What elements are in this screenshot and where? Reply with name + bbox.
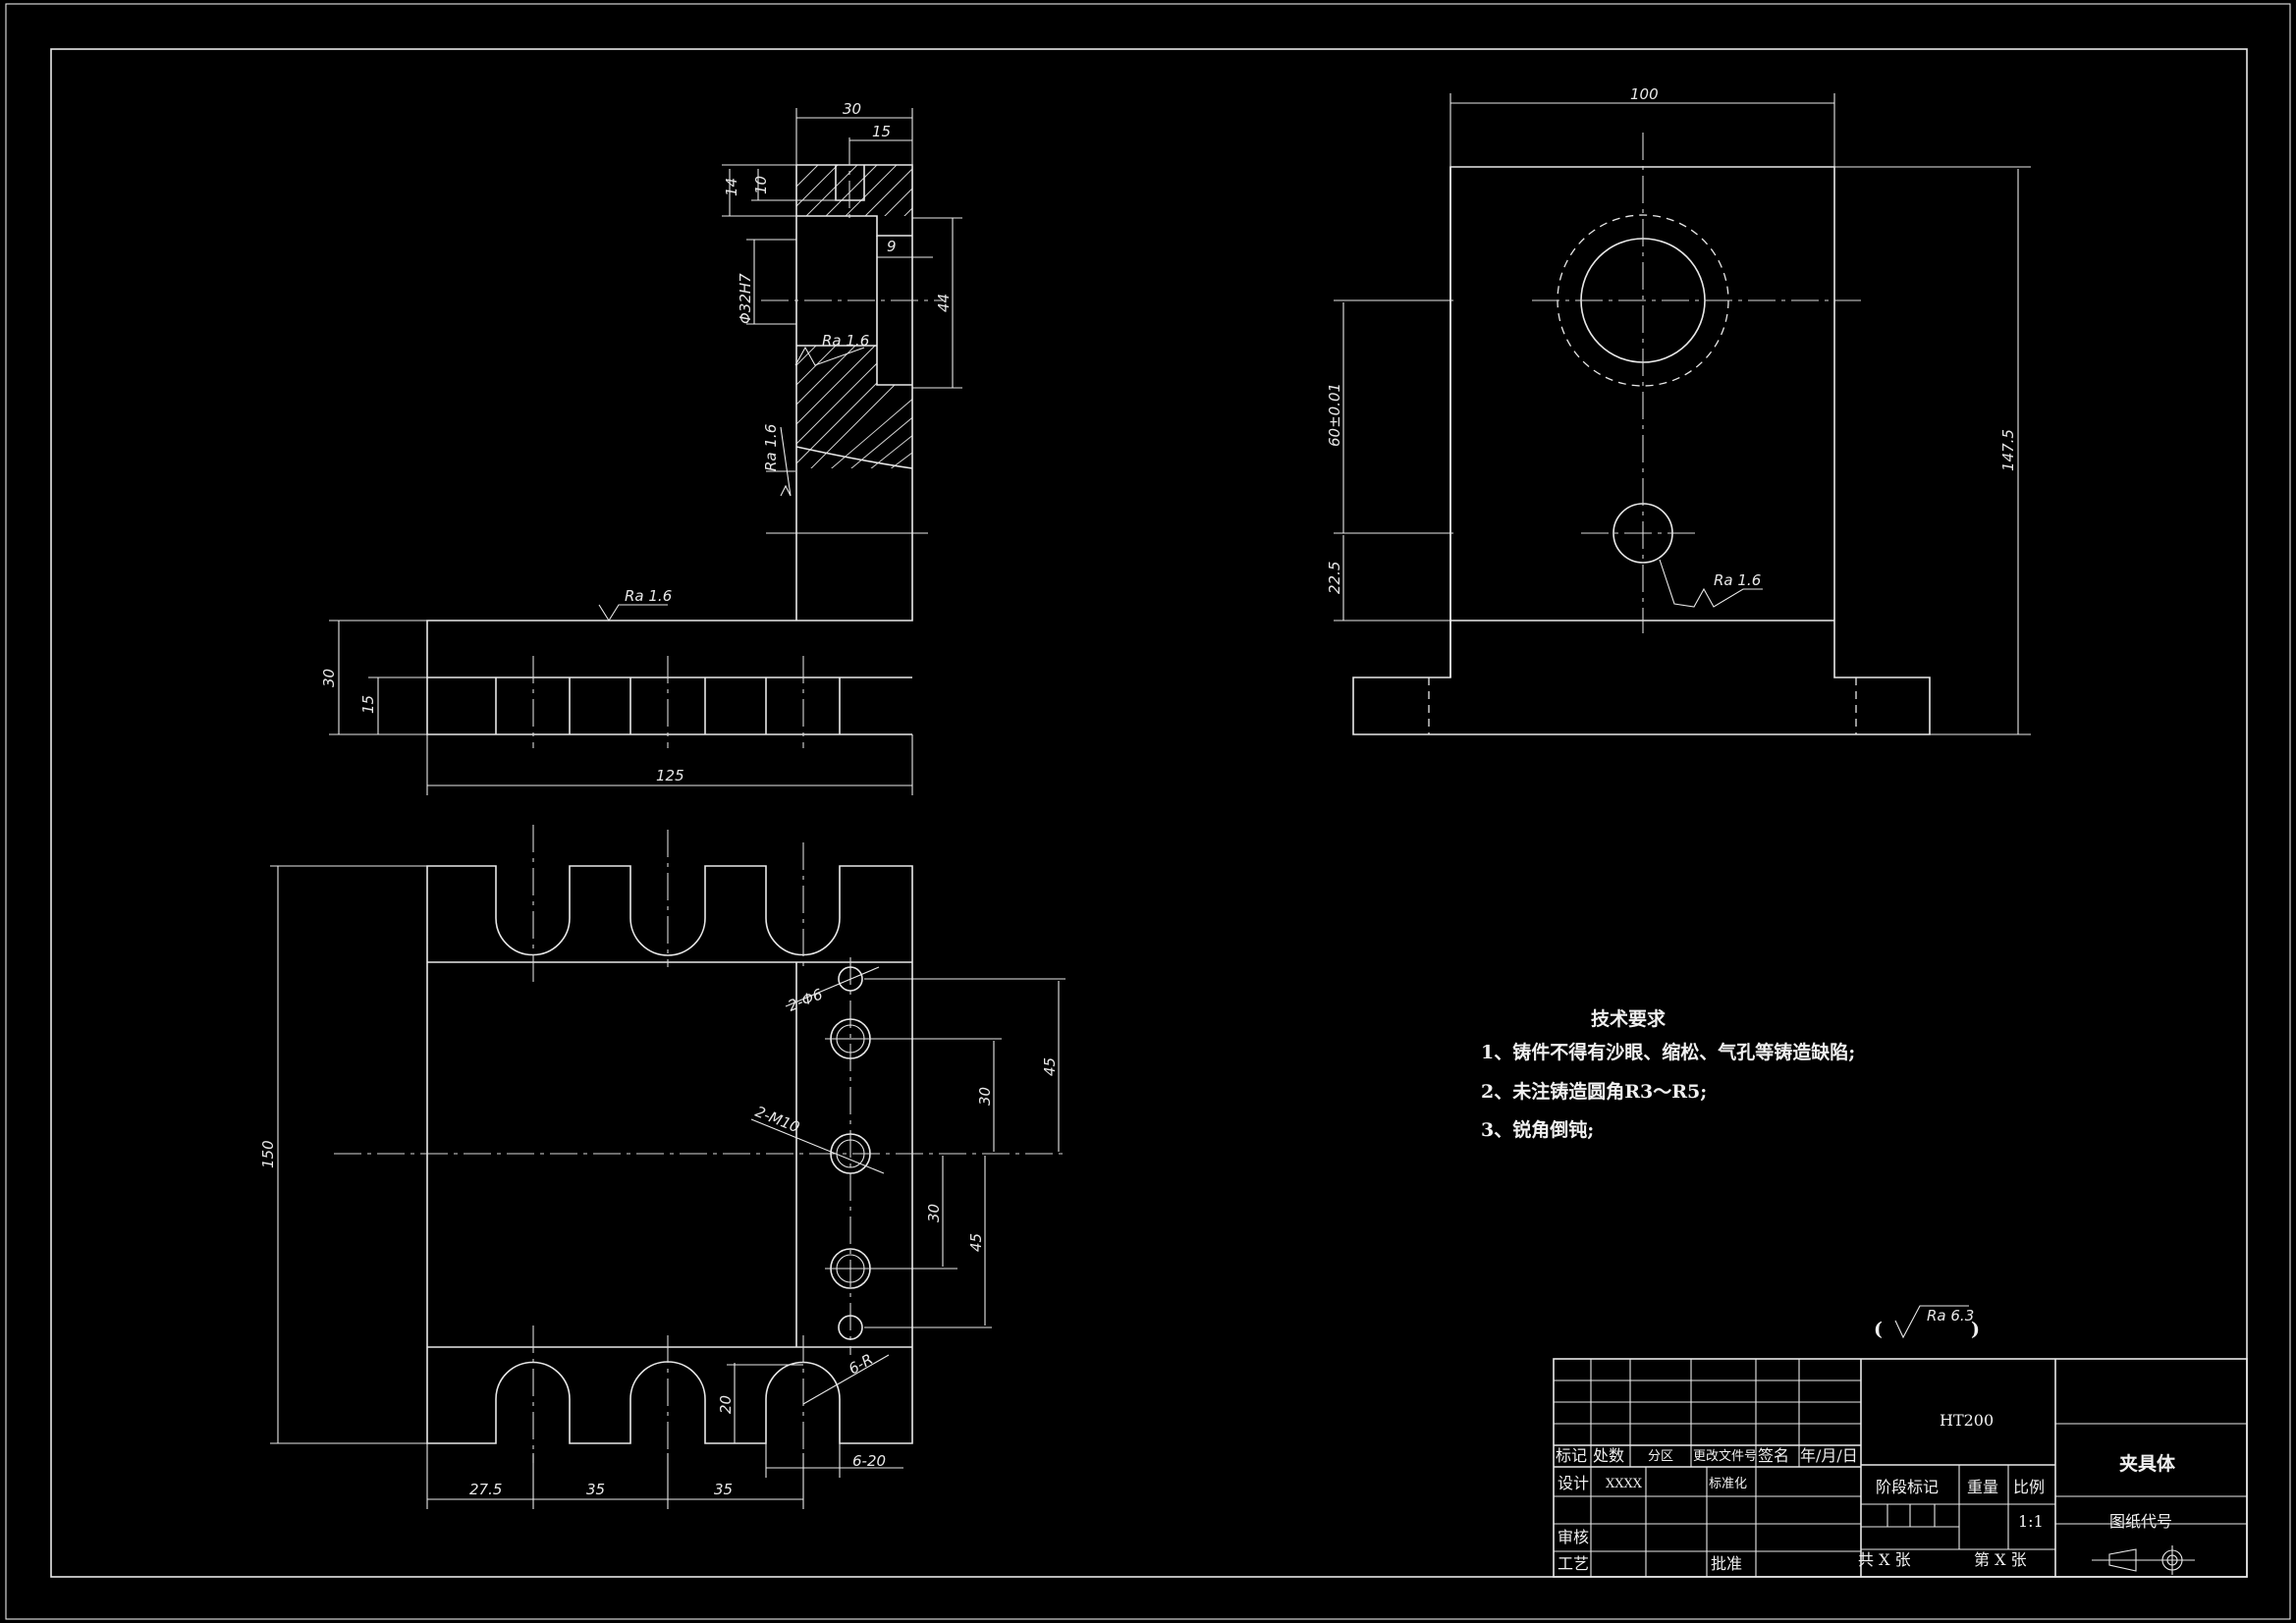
dim-height-20: 20 xyxy=(717,1395,735,1414)
dim-30-upper: 30 xyxy=(976,1087,994,1106)
dim-height-44: 44 xyxy=(935,294,953,312)
dim-height-10: 10 xyxy=(752,176,770,194)
sheet-number: 第 X 张 xyxy=(1974,1550,2027,1569)
outer-border xyxy=(5,3,2291,1620)
standardization-label: 标准化 xyxy=(1709,1477,1747,1491)
dim-30-lower: 30 xyxy=(925,1204,943,1222)
roughness-close-paren: ) xyxy=(1971,1319,1980,1340)
front-view: 100 147.5 60±0.01 22.5 Ra 1.6 xyxy=(1326,85,2031,735)
approve-label: 批准 xyxy=(1711,1554,1742,1573)
review-label: 审核 xyxy=(1558,1528,1589,1546)
roughness-note: ( Ra 6.3 ) xyxy=(1874,1305,1980,1340)
dim-width-35-b: 35 xyxy=(714,1481,733,1498)
drawing-code-label: 图纸代号 xyxy=(2109,1512,2172,1531)
roughness-ra-6-3: Ra 6.3 xyxy=(1927,1307,1974,1325)
total-sheets: 共 X 张 xyxy=(1858,1550,1911,1569)
weight-label: 重量 xyxy=(1967,1478,1998,1496)
technical-requirements: 技术要求 1、铸件不得有沙眼、缩松、气孔等铸造缺陷; 2、未注铸造圆角R3～R5… xyxy=(1481,1007,1855,1141)
dim-6-20: 6-20 xyxy=(852,1452,886,1470)
process-label: 工艺 xyxy=(1558,1554,1589,1573)
dim-height-22-5: 22.5 xyxy=(1326,562,1343,594)
scale-label: 比例 xyxy=(2013,1478,2045,1496)
stage-mark-label: 阶段标记 xyxy=(1876,1478,1939,1496)
roughness-open-paren: ( xyxy=(1874,1319,1883,1340)
ra-vertical-face: Ra 1.6 xyxy=(762,424,780,471)
header-sign: 签名 xyxy=(1758,1446,1789,1465)
side-section-view: 30 15 14 10 9 44 Φ32H7 Ra 1.6 Ra 1.6 Ra … xyxy=(320,100,962,795)
dim-width-125: 125 xyxy=(656,767,684,784)
dim-width-15: 15 xyxy=(872,123,891,140)
tech-req-item-3: 3、锐角倒钝; xyxy=(1481,1118,1594,1141)
plan-view: 2-Φ6 2-M10 45 30 30 45 150 6-R 20 6-20 2… xyxy=(259,825,1066,1509)
dim-height-150: 150 xyxy=(259,1140,277,1168)
header-zone: 分区 xyxy=(1648,1449,1673,1464)
hatch-lower xyxy=(796,346,912,468)
part-name: 夹具体 xyxy=(2119,1452,2176,1475)
ra-bore: Ra 1.6 xyxy=(822,332,869,350)
ra-top-face: Ra 1.6 xyxy=(625,587,672,605)
dim-2-phi6: 2-Φ6 xyxy=(786,985,825,1014)
dim-height-15-base: 15 xyxy=(359,695,377,714)
dim-height-60-tol: 60±0.01 xyxy=(1326,383,1343,447)
title-block: HT200 夹具体 图纸代号 标记 处数 分区 更改文件号 签名 年/月/日 设… xyxy=(1553,1358,2248,1578)
dim-width-27-5: 27.5 xyxy=(469,1481,502,1498)
dim-height-30-base: 30 xyxy=(320,669,338,687)
designer-name: XXXX xyxy=(1606,1477,1643,1491)
header-date: 年/月/日 xyxy=(1800,1446,1858,1465)
drawing-frame xyxy=(50,48,2248,1578)
dim-width-35-a: 35 xyxy=(586,1481,605,1498)
header-mark: 标记 xyxy=(1556,1446,1587,1465)
dim-height-14: 14 xyxy=(723,178,740,196)
material-value: HT200 xyxy=(1940,1411,1994,1430)
dim-45-lower: 45 xyxy=(967,1233,985,1252)
header-change-doc: 更改文件号 xyxy=(1693,1449,1757,1464)
dim-depth-9: 9 xyxy=(887,238,897,255)
scale-value: 1:1 xyxy=(2018,1512,2044,1531)
dim-height-147-5: 147.5 xyxy=(1999,429,2017,471)
projection-symbol-icon xyxy=(2092,1545,2195,1575)
tech-req-item-1: 1、铸件不得有沙眼、缩松、气孔等铸造缺陷; xyxy=(1481,1041,1855,1063)
tech-req-title: 技术要求 xyxy=(1591,1007,1667,1030)
ra-pin-hole: Ra 1.6 xyxy=(1714,571,1761,589)
header-count: 处数 xyxy=(1593,1446,1624,1465)
dim-width-100: 100 xyxy=(1630,85,1659,103)
tech-req-item-2: 2、未注铸造圆角R3～R5; xyxy=(1481,1080,1707,1103)
hatch-upper xyxy=(796,165,912,216)
dim-45-upper: 45 xyxy=(1041,1057,1059,1076)
design-label: 设计 xyxy=(1558,1474,1589,1492)
dim-2-m10: 2-M10 xyxy=(753,1103,802,1136)
dim-bore-phi32h7: Φ32H7 xyxy=(737,273,754,324)
dim-width-30: 30 xyxy=(843,100,861,118)
